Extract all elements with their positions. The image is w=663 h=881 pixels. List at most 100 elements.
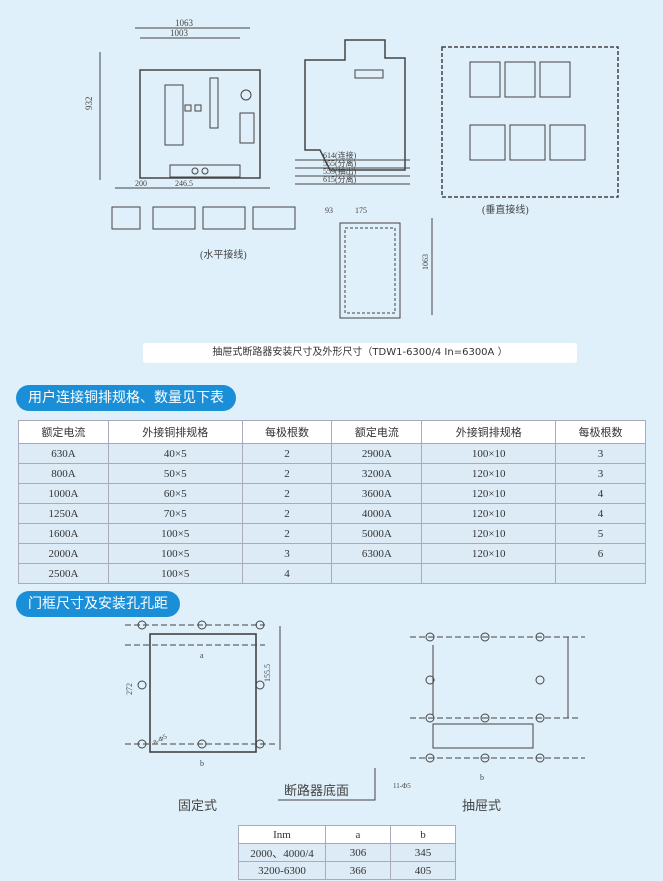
svg-text:175: 175 <box>355 206 367 215</box>
table-cell: 366 <box>325 861 391 880</box>
table-cell: 100×5 <box>107 523 243 544</box>
svg-text:614(连接): 614(连接) <box>323 150 357 160</box>
fixed-type-drawing: a b 272 155.5 8-Φ5 固定式 断路器底面 <box>125 620 376 813</box>
table-cell: 120×10 <box>421 543 557 564</box>
table-cell: 2 <box>241 523 333 544</box>
table-cell: 5000A <box>331 523 423 544</box>
table-cell: 100×5 <box>107 543 243 564</box>
table-cell: 306 <box>325 843 391 862</box>
svg-text:(垂直接线): (垂直接线) <box>482 203 529 216</box>
table-cell <box>331 563 423 584</box>
drawer-type-drawing: 11-Φ5 b 抽屉式 <box>393 632 585 813</box>
svg-text:1003: 1003 <box>170 28 189 38</box>
section-title-door-frame: 门框尺寸及安装孔孔距 <box>16 591 180 617</box>
base-mounting-drawing: 1063 93 175 <box>325 206 433 319</box>
table-cell: 3200A <box>331 463 423 484</box>
table-cell: 60×5 <box>107 483 243 504</box>
svg-text:固定式: 固定式 <box>178 798 217 813</box>
breaker-dimension-drawings: 1063 1003 932 614(连接) 555(分离) 559(抽出) 61… <box>84 18 619 319</box>
table-cell: 3 <box>555 463 646 484</box>
table-cell: 405 <box>390 861 456 880</box>
svg-text:246.5: 246.5 <box>175 179 193 188</box>
table-header-row: 额定电流 外接铜排规格 每极根数 额定电流 外接铜排规格 每极根数 <box>18 420 646 444</box>
svg-text:8-Φ5: 8-Φ5 <box>152 732 169 746</box>
svg-text:200: 200 <box>135 179 147 188</box>
svg-text:615(分离): 615(分离) <box>323 174 357 184</box>
table-cell: 4 <box>555 503 646 524</box>
svg-text:b: b <box>200 759 204 768</box>
table-cell: 40×5 <box>107 443 243 464</box>
table-cell: 50×5 <box>107 463 243 484</box>
table-cell: 3 <box>555 443 646 464</box>
table-cell: 2000、4000/4 <box>238 843 326 862</box>
section-title-busbar: 用户连接铜排规格、数量见下表 <box>16 385 236 411</box>
table-cell: 5 <box>555 523 646 544</box>
svg-text:b: b <box>480 773 484 782</box>
svg-text:155.5: 155.5 <box>263 664 272 682</box>
door-frame-drawings: a b 272 155.5 8-Φ5 固定式 断路器底面 11-Φ5 b 抽屉式 <box>125 620 585 813</box>
header-cell: 每极根数 <box>555 420 646 444</box>
svg-text:1063: 1063 <box>421 254 430 270</box>
header-cell: 额定电流 <box>331 420 423 444</box>
drawing-caption: 抽屉式断路器安装尺寸及外形尺寸（TDW1-6300/4 In=6300A ） <box>143 343 577 363</box>
header-cell: a <box>325 825 391 844</box>
table-cell: 4 <box>241 563 333 584</box>
header-cell: b <box>390 825 456 844</box>
table-cell: 4000A <box>331 503 423 524</box>
svg-text:抽屉式: 抽屉式 <box>462 798 501 813</box>
table-cell: 120×10 <box>421 483 557 504</box>
table-cell: 1250A <box>18 503 109 524</box>
header-cell: 额定电流 <box>18 420 109 444</box>
table-cell: 2000A <box>18 543 109 564</box>
table-cell: 100×5 <box>107 563 243 584</box>
table-cell: 2500A <box>18 563 109 584</box>
svg-text:断路器底面: 断路器底面 <box>284 783 349 798</box>
svg-text:1063: 1063 <box>175 18 194 28</box>
vertical-terminal-drawing: (垂直接线) <box>441 46 619 216</box>
table-cell <box>421 563 557 584</box>
table-cell: 6 <box>555 543 646 564</box>
table-cell: 2 <box>241 503 333 524</box>
table-cell: 3 <box>241 543 333 564</box>
header-cell: Inm <box>238 825 326 844</box>
table-cell: 3200-6300 <box>238 861 326 880</box>
table-cell: 2 <box>241 443 333 464</box>
svg-text:932: 932 <box>84 97 94 111</box>
table-cell: 70×5 <box>107 503 243 524</box>
table-cell: 3600A <box>331 483 423 504</box>
table-cell: 4 <box>555 483 646 504</box>
table-cell: 120×10 <box>421 523 557 544</box>
svg-text:93: 93 <box>325 206 333 215</box>
table-cell: 120×10 <box>421 463 557 484</box>
table-cell: 2900A <box>331 443 423 464</box>
table-cell: 100×10 <box>421 443 557 464</box>
table-cell: 800A <box>18 463 109 484</box>
table-cell: 2 <box>241 463 333 484</box>
table-cell: 345 <box>390 843 456 862</box>
side-view-drawing: 614(连接) 555(分离) 559(抽出) 615(分离) <box>295 39 410 185</box>
table-header-row: Inm a b <box>238 825 456 844</box>
header-cell: 每极根数 <box>241 420 333 444</box>
table-cell: 1000A <box>18 483 109 504</box>
svg-text:272: 272 <box>125 683 134 695</box>
table-cell: 2 <box>241 483 333 504</box>
svg-text:555(分离): 555(分离) <box>323 158 357 168</box>
table-cell: 120×10 <box>421 503 557 524</box>
front-view-drawing: 1063 1003 932 <box>84 18 261 180</box>
svg-text:a: a <box>200 651 204 660</box>
header-cell: 外接铜排规格 <box>107 420 243 444</box>
table-cell <box>555 563 646 584</box>
